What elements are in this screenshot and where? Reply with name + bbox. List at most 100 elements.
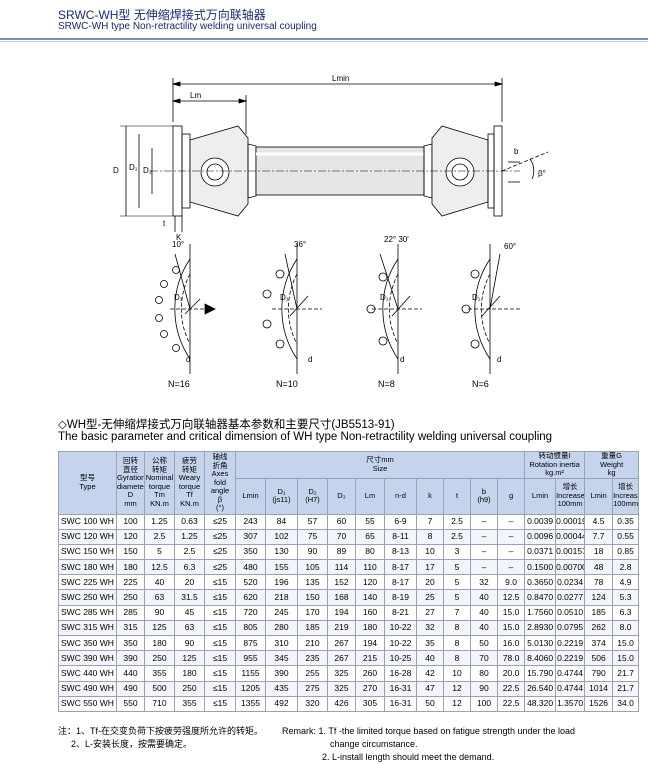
table-cell: 250 bbox=[174, 680, 205, 697]
head-weight-increase: 增长 Increase 100mm bbox=[612, 477, 640, 515]
table-cell: 426 bbox=[327, 695, 356, 712]
cell-type: SWC 225 WH bbox=[58, 574, 117, 591]
n10-angle: 36° bbox=[294, 240, 306, 249]
table-cell: 150 bbox=[297, 589, 328, 606]
table-cell: 720 bbox=[235, 604, 266, 621]
table-cell: 194 bbox=[327, 604, 356, 621]
table-cell: 32 bbox=[470, 574, 498, 591]
head-inertia-lmin: Lmin bbox=[524, 477, 557, 515]
cell-type: SWC 250 WH bbox=[58, 589, 117, 606]
note-cn-1: 注：1、Tf-在交变负荷下按疲劳强度所允许的转矩。 bbox=[58, 726, 264, 736]
table-cell: 390 bbox=[265, 665, 298, 682]
page-header: SRWC-WH型 无伸缩焊接式万向联轴器 SRWC-WH type Non-re… bbox=[0, 0, 648, 42]
header-divider-thin bbox=[0, 41, 648, 42]
table-cell: 790 bbox=[584, 665, 614, 682]
head-inertia-increase: 增长 Increase 100mm bbox=[555, 477, 586, 515]
table-cell: 21.7 bbox=[612, 665, 640, 682]
table-cell: 1155 bbox=[235, 665, 266, 682]
table-cell: 140 bbox=[355, 589, 385, 606]
head-g: g bbox=[496, 477, 526, 515]
table-cell: 12.5 bbox=[144, 559, 175, 576]
n6-d: d bbox=[497, 355, 501, 364]
table-cell: 100 bbox=[116, 513, 145, 530]
table-cell: 70 bbox=[470, 650, 498, 667]
table-cell: 285 bbox=[116, 604, 145, 621]
note-en-1b: change circumstance. bbox=[330, 739, 418, 749]
header-divider bbox=[0, 38, 648, 40]
head-d1: D₁ (js11) bbox=[265, 477, 298, 515]
section-title-cn: ◇WH型-无伸缩焊接式万向联轴器基本参数和主要尺寸(JB5513-91) bbox=[58, 419, 395, 431]
note-en-2: 2. L-install length should meet the dema… bbox=[322, 752, 495, 762]
table-cell: 15.790 bbox=[524, 665, 557, 682]
table-cell: 8-13 bbox=[384, 543, 417, 561]
label-t: t bbox=[163, 219, 166, 228]
head-axes: 轴线 折角 Axes fold angle β (°) bbox=[204, 451, 236, 515]
table-cell: 25 bbox=[416, 589, 444, 606]
table-cell: 15.0 bbox=[612, 650, 640, 667]
note-en-1: Remark: 1. Tf -the limited torque based … bbox=[282, 726, 576, 736]
table-cell: 8 bbox=[443, 619, 471, 637]
table-cell: 105 bbox=[297, 559, 328, 576]
table-cell: 0.0039 bbox=[524, 513, 557, 530]
table-cell: 100 bbox=[470, 695, 498, 712]
table-cell: 78.0 bbox=[496, 650, 526, 667]
table-cell: ≤15 bbox=[204, 589, 236, 606]
table-cell: 8-17 bbox=[384, 574, 417, 591]
table-cell: 3 bbox=[443, 543, 471, 561]
table-cell: – bbox=[496, 528, 526, 545]
table-cell: 18 bbox=[584, 543, 614, 561]
table-cell: 16-31 bbox=[384, 680, 417, 697]
table-cell: 50 bbox=[470, 634, 498, 652]
table-cell: 0.0371 bbox=[524, 543, 557, 561]
table-cell: 0.4744 bbox=[555, 665, 586, 682]
table-cell: 210 bbox=[297, 634, 328, 652]
coupling-side-view bbox=[120, 78, 549, 232]
label-lm: Lm bbox=[190, 91, 201, 100]
table-cell: 10-22 bbox=[384, 634, 417, 652]
table-cell: ≤15 bbox=[204, 650, 236, 667]
head-weight: 重量G Weight kg bbox=[584, 451, 640, 479]
head-t: t bbox=[443, 477, 471, 515]
table-cell: ≤15 bbox=[204, 619, 236, 637]
table-cell: 0.0096 bbox=[524, 528, 557, 545]
table-cell: 520 bbox=[235, 574, 266, 591]
label-k: K bbox=[176, 233, 182, 242]
table-cell: – bbox=[470, 528, 498, 545]
section-title-en: The basic parameter and critical dimensi… bbox=[58, 431, 553, 443]
table-cell: 196 bbox=[265, 574, 298, 591]
table-cell: 90 bbox=[297, 543, 328, 561]
table-cell: 40 bbox=[144, 574, 175, 591]
table-cell: 185 bbox=[297, 619, 328, 637]
table-cell: 15.0 bbox=[496, 619, 526, 637]
n8-label: N=8 bbox=[378, 379, 395, 389]
table-cell: 22.5 bbox=[496, 680, 526, 697]
table-cell: 180 bbox=[116, 559, 145, 576]
table-cell: 0.35 bbox=[612, 513, 640, 530]
n8-d: d bbox=[400, 355, 404, 364]
table-cell: 10 bbox=[443, 665, 471, 682]
table-cell: 345 bbox=[265, 650, 298, 667]
table-cell: 90 bbox=[144, 604, 175, 621]
table-cell: 6.3 bbox=[174, 559, 205, 576]
table-cell: 135 bbox=[297, 574, 328, 591]
table-cell: 27 bbox=[416, 604, 444, 621]
n8-angle: 22° 30' bbox=[384, 235, 409, 244]
cell-type: SWC 350 WH bbox=[58, 634, 117, 652]
table-cell: 490 bbox=[116, 680, 145, 697]
head-gyration: 回转 直径 Gyration diameter D mm bbox=[116, 451, 145, 515]
notes-cn: 注：1、Tf-在交变负荷下按疲劳强度所允许的转矩。 2、L-安装长度，按需要确定… bbox=[58, 725, 263, 751]
table-cell: 84 bbox=[265, 513, 298, 530]
table-cell: 280 bbox=[265, 619, 298, 637]
table-cell: 955 bbox=[235, 650, 266, 667]
label-beta: β° bbox=[538, 169, 546, 178]
table-cell: 6.3 bbox=[612, 604, 640, 621]
table-cell: 45 bbox=[174, 604, 205, 621]
table-cell: 180 bbox=[355, 619, 385, 637]
table-cell: 0.4744 bbox=[555, 680, 586, 697]
table-cell: 20.0 bbox=[496, 665, 526, 682]
